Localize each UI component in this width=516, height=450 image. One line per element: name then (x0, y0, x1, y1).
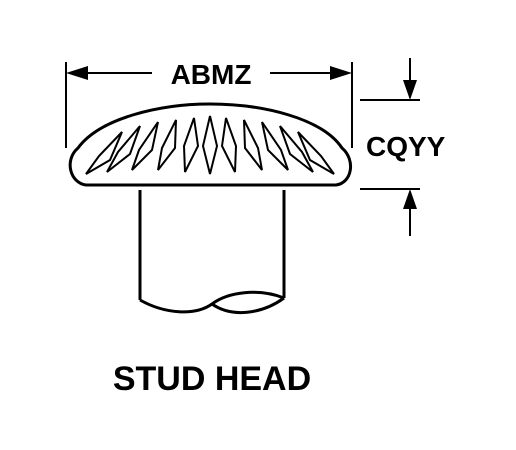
rib-left-1 (182, 117, 200, 173)
dome-outline (68, 102, 352, 187)
rib-right-5 (297, 131, 335, 175)
width-dimension: ABMZ (65, 59, 353, 148)
shank-break-back (211, 296, 285, 315)
rib-left-5 (85, 131, 123, 175)
shank (138, 190, 286, 315)
rib-right-3 (261, 121, 289, 171)
rib-left-2 (157, 119, 177, 171)
width-arrowhead-right (330, 66, 352, 80)
height-arrowhead-top (403, 80, 417, 100)
rib-left-3 (131, 121, 159, 171)
height-arrowhead-bottom (403, 189, 417, 209)
height-dimension: CQYY (360, 58, 446, 236)
dome-ribs (85, 115, 335, 175)
width-arrowhead-left (66, 66, 88, 80)
rib-left-4 (106, 125, 141, 173)
width-label: ABMZ (171, 59, 252, 90)
rib-center (201, 115, 219, 175)
rib-right-1 (220, 117, 238, 173)
dome-head (68, 102, 352, 187)
height-label: CQYY (366, 131, 446, 162)
rib-right-2 (243, 119, 263, 171)
rib-right-4 (279, 125, 314, 173)
part-caption: STUD HEAD (113, 360, 311, 398)
